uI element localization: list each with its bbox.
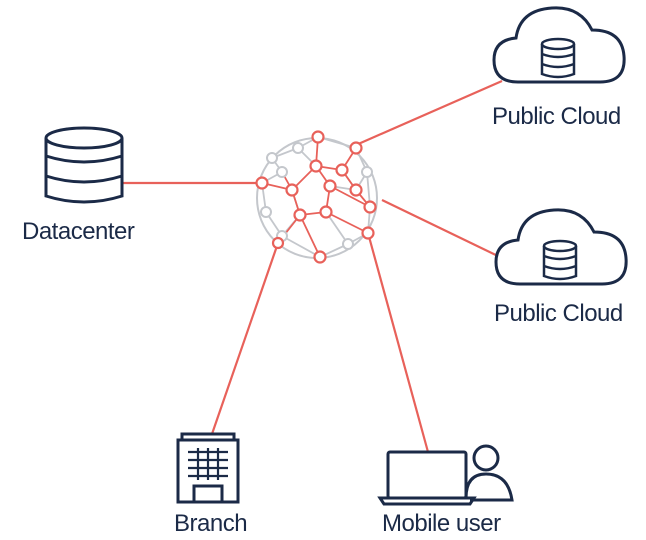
network-mesh-icon: [255, 130, 378, 264]
link-branch: [210, 242, 280, 435]
cloud-database-icon: [494, 208, 628, 286]
laptop-user-icon: [377, 444, 514, 506]
database-icon: [44, 126, 124, 204]
link-public-cloud-bottom: [381, 199, 503, 259]
link-public-cloud-top: [355, 79, 503, 147]
public-cloud-top-label: Public Cloud: [492, 103, 621, 130]
mobile-user-label: Mobile user: [382, 510, 501, 537]
branch-label: Branch: [174, 510, 248, 537]
public-cloud-bottom-label: Public Cloud: [494, 300, 623, 327]
link-mobile-user: [366, 232, 430, 453]
cloud-database-icon: [492, 6, 626, 84]
datacenter-label: Datacenter: [22, 218, 135, 245]
office-building-icon: [176, 432, 240, 504]
